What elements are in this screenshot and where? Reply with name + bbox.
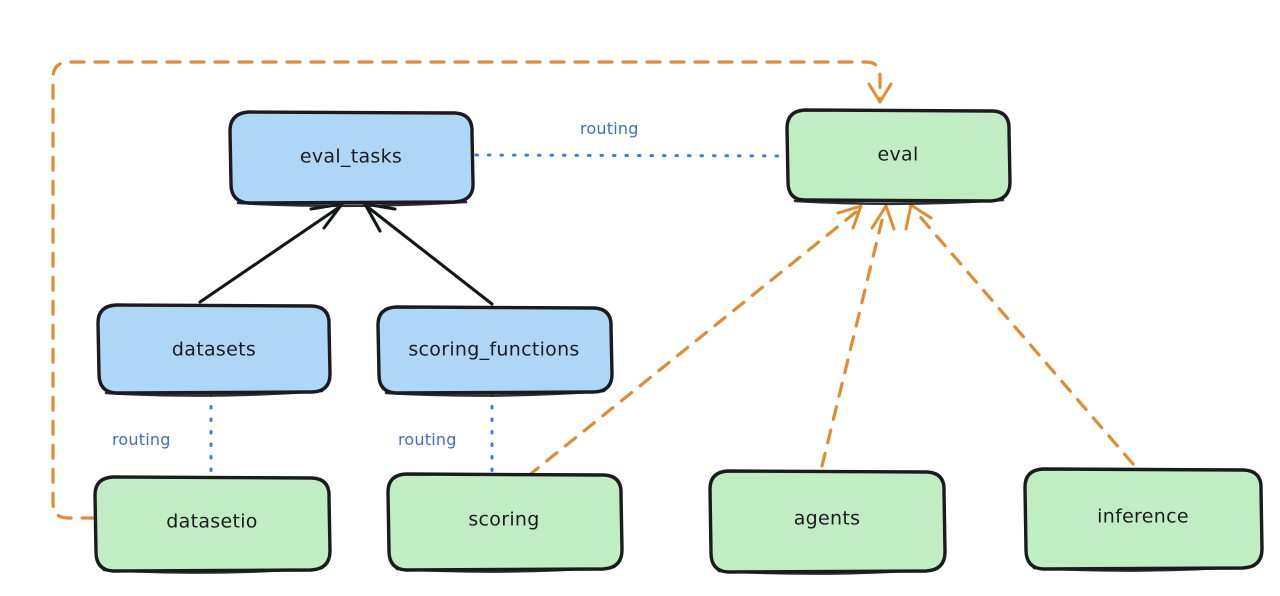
node-scoring-body[interactable] <box>386 472 624 572</box>
edge-datasetio-to-eval-arrowhead <box>867 82 893 104</box>
node-datasets-body[interactable] <box>96 303 332 395</box>
node-inference[interactable]: inference <box>1023 467 1264 572</box>
edge-label-layer: routing routing routing <box>112 119 639 449</box>
node-eval-label: eval <box>877 144 918 166</box>
edge-scoring_functions-to-eval_tasks-path <box>367 206 494 306</box>
edge-eval_tasks-to-eval-path <box>474 153 788 158</box>
edge-eval_tasks-to-eval <box>474 153 788 158</box>
node-eval_tasks[interactable]: eval_tasks <box>228 110 475 208</box>
edge-agents-to-eval-path <box>820 210 886 468</box>
node-agents-body[interactable] <box>708 469 947 574</box>
node-inference-label: inference <box>1097 506 1189 528</box>
edge-scoring-to-eval <box>526 204 863 478</box>
edge-inference-to-eval-arrowhead <box>904 203 933 231</box>
edge-label-routing-eval: routing <box>580 119 639 138</box>
node-agents-label: agents <box>794 508 861 530</box>
node-datasets-label: datasets <box>172 339 256 361</box>
node-scoring_functions-label: scoring_functions <box>408 339 579 361</box>
node-datasets[interactable]: datasets <box>96 303 332 397</box>
edge-inference-to-eval-path <box>914 210 1135 466</box>
node-datasetio[interactable]: datasetio <box>93 475 332 574</box>
edge-datasets-to-eval_tasks <box>198 202 344 304</box>
node-layer: eval_tasks eval datasets scoring_functio… <box>93 108 1264 575</box>
edge-layer <box>51 60 1135 520</box>
node-datasetio-label: datasetio <box>166 511 257 533</box>
node-scoring_functions-body[interactable] <box>376 305 614 395</box>
node-eval-body[interactable] <box>785 108 1012 203</box>
edge-datasets-to-eval_tasks-path <box>198 206 340 304</box>
edge-datasetio-to-eval <box>51 60 893 520</box>
node-scoring-label: scoring <box>468 509 539 531</box>
edge-agents-to-eval-arrowhead <box>870 204 896 231</box>
edge-agents-to-eval <box>820 204 896 468</box>
edge-label-routing-scoring: routing <box>398 430 457 449</box>
edge-inference-to-eval <box>904 203 1135 466</box>
edge-label-routing-datasetio: routing <box>112 430 171 449</box>
edge-datasetio-to-eval-path <box>51 60 882 520</box>
edge-scoring-to-eval-arrowhead <box>836 204 863 230</box>
node-agents[interactable]: agents <box>708 469 947 575</box>
node-eval[interactable]: eval <box>785 108 1012 206</box>
node-eval_tasks-body[interactable] <box>228 110 475 205</box>
node-scoring[interactable]: scoring <box>386 472 624 573</box>
node-eval_tasks-label: eval_tasks <box>300 146 402 168</box>
node-datasetio-body[interactable] <box>93 475 332 573</box>
node-scoring_functions[interactable]: scoring_functions <box>376 305 614 397</box>
edge-scoring_functions-to-eval_tasks <box>363 202 494 306</box>
node-inference-body[interactable] <box>1023 467 1264 571</box>
